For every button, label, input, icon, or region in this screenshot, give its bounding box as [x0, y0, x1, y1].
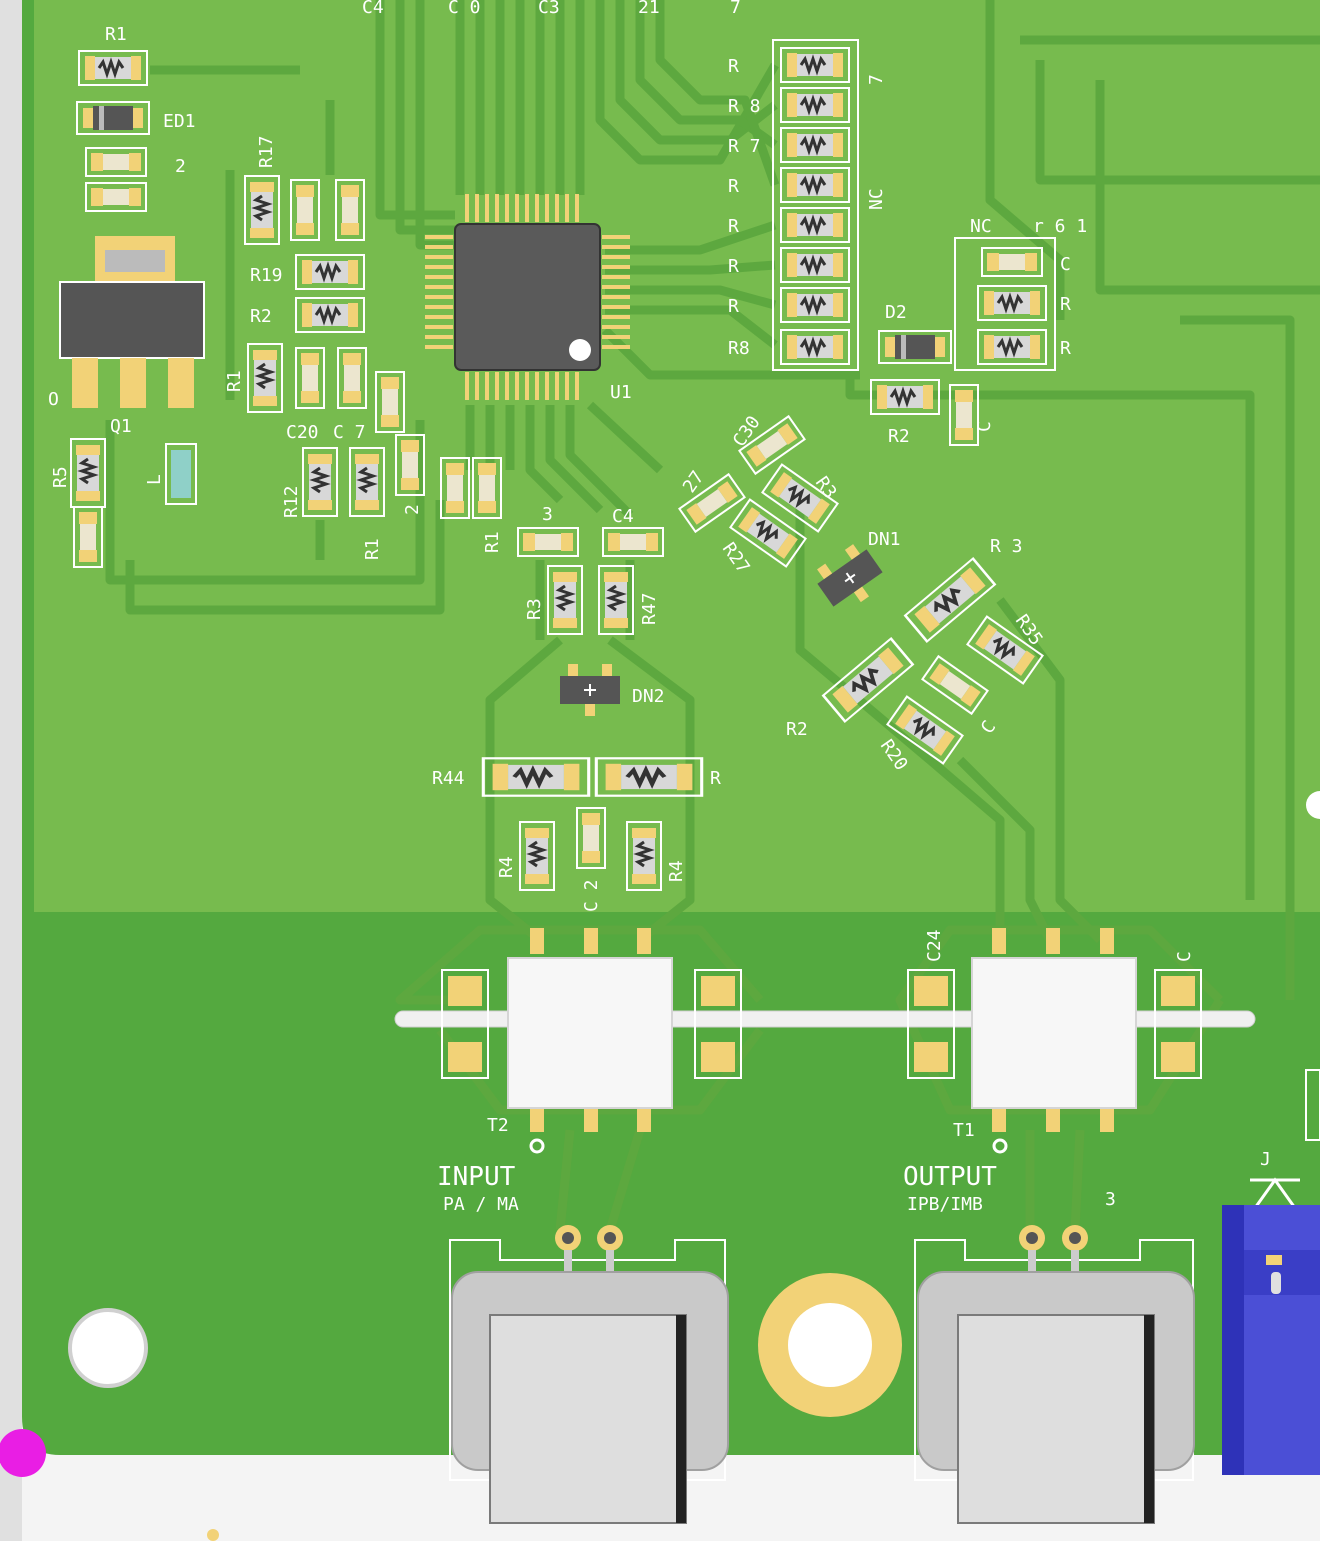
label-q1: Q1 [110, 416, 132, 437]
label-j: J [1260, 1149, 1271, 1170]
label-c24: C24 [924, 929, 945, 962]
connector-output[interactable] [914, 1225, 1195, 1524]
label-t2: T2 [487, 1115, 509, 1136]
label-c-small: C [974, 421, 995, 432]
ic-u1[interactable] [425, 194, 630, 400]
label-r44b: R [710, 768, 721, 789]
label-r12: R12 [281, 485, 302, 518]
label-r61: r 6 1 [1033, 216, 1087, 237]
mounting-hole-left [68, 1308, 148, 1388]
label-t1: T1 [953, 1120, 975, 1141]
label-c2: 2 [175, 156, 186, 177]
label-top-7: 7 [730, 0, 741, 18]
label-r17: R17 [256, 135, 277, 168]
label-r8: R8 [728, 338, 750, 359]
label-r-a: R [728, 56, 739, 77]
label-r44: R44 [432, 768, 465, 789]
transformer-t2[interactable] [441, 928, 742, 1154]
label-output: OUTPUT [903, 1162, 997, 1192]
label-c20: C20 [286, 422, 319, 443]
label-c-t1: C [1174, 951, 1195, 962]
label-r47: R47 [639, 592, 660, 625]
label-top-21: 21 [638, 0, 660, 18]
label-r2-left: R2 [250, 306, 272, 327]
label-r-b: R 8 [728, 96, 761, 117]
inductor-l[interactable] [165, 443, 197, 505]
label-d2: D2 [885, 302, 907, 323]
label-input: INPUT [437, 1162, 516, 1192]
label-r4-left: R4 [496, 856, 517, 878]
label-ed1: ED1 [163, 111, 196, 132]
label-r1-bottom: R1 [362, 538, 383, 560]
label-c7: C 7 [333, 422, 366, 443]
label-r-c: R 7 [728, 136, 761, 157]
label-top-c0: C 0 [448, 0, 481, 18]
header-j[interactable] [1222, 1069, 1320, 1475]
label-r3-mid: R3 [524, 598, 545, 620]
regulator-q1[interactable] [59, 236, 205, 408]
label-r-d: R [728, 176, 739, 197]
label-c4: C4 [612, 506, 634, 527]
label-r-3: R 3 [990, 536, 1023, 557]
label-output-sub: IPB/IMB [907, 1194, 983, 1215]
label-nc2: NC [970, 216, 992, 237]
label-c-right: C [1060, 254, 1071, 275]
connector-input[interactable] [449, 1225, 729, 1524]
label-rn-7: 7 [866, 74, 887, 85]
label-top-c3: C3 [538, 0, 560, 18]
label-c3: 3 [542, 504, 553, 525]
label-dn1: DN1 [868, 529, 901, 550]
label-input-sub: PA / MA [443, 1194, 519, 1215]
label-r4-right: R4 [666, 860, 687, 882]
label-r-g: R [728, 296, 739, 317]
label-r-right2: R [1060, 338, 1071, 359]
label-3: 3 [1105, 1189, 1116, 1210]
label-r19: R19 [250, 265, 283, 286]
label-r1: R1 [105, 24, 127, 45]
label-top-c4: C4 [362, 0, 384, 18]
label-q1-pin: O [48, 389, 59, 410]
label-l: L [144, 474, 165, 485]
label-r1-mid: R1 [482, 531, 503, 553]
label-r5: R5 [50, 466, 71, 488]
label-r-f: R [728, 256, 739, 277]
label-rn-nc: NC [866, 188, 887, 210]
transformer-t1[interactable] [907, 928, 1202, 1154]
label-r2-mid: R2 [786, 719, 808, 740]
label-c2-mid: C 2 [581, 879, 602, 912]
origin-marker [0, 1429, 46, 1477]
label-r-e: R [728, 216, 739, 237]
label-u1: U1 [610, 382, 632, 403]
label-r-right1: R [1060, 294, 1071, 315]
label-c2b: 2 [402, 504, 423, 515]
label-r2-right: R2 [888, 426, 910, 447]
label-r1-left: R1 [224, 370, 245, 392]
label-dn2: DN2 [632, 686, 665, 707]
